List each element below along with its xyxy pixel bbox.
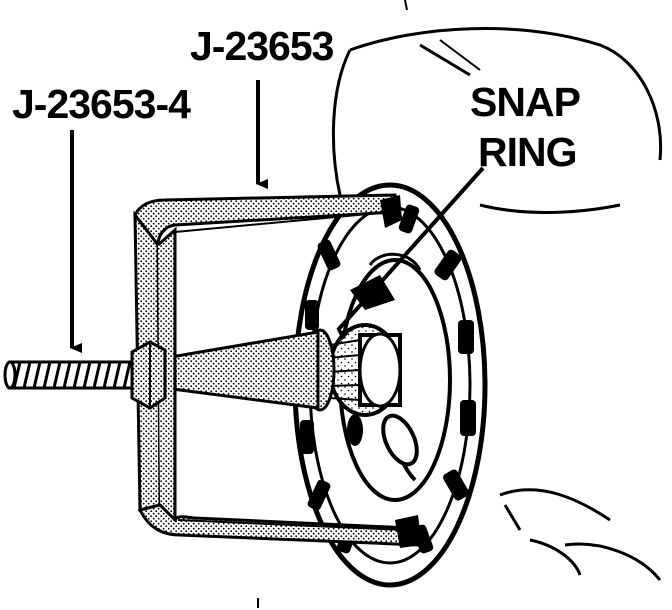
leader-arrows (70, 80, 485, 353)
hub-disc (292, 182, 488, 588)
forcing-screw (3, 340, 167, 410)
housing-outline (331, 27, 663, 581)
label-snap-ring-line1: SNAP (470, 79, 580, 125)
puller-adapter (163, 330, 320, 410)
label-forcing-screw: J-23653-4 (12, 81, 191, 127)
label-snap-ring-line2: RING (478, 129, 577, 175)
label-puller: J-23653 (190, 23, 334, 69)
arrow-snap-ring (336, 166, 485, 341)
scan-marks (257, 0, 408, 608)
